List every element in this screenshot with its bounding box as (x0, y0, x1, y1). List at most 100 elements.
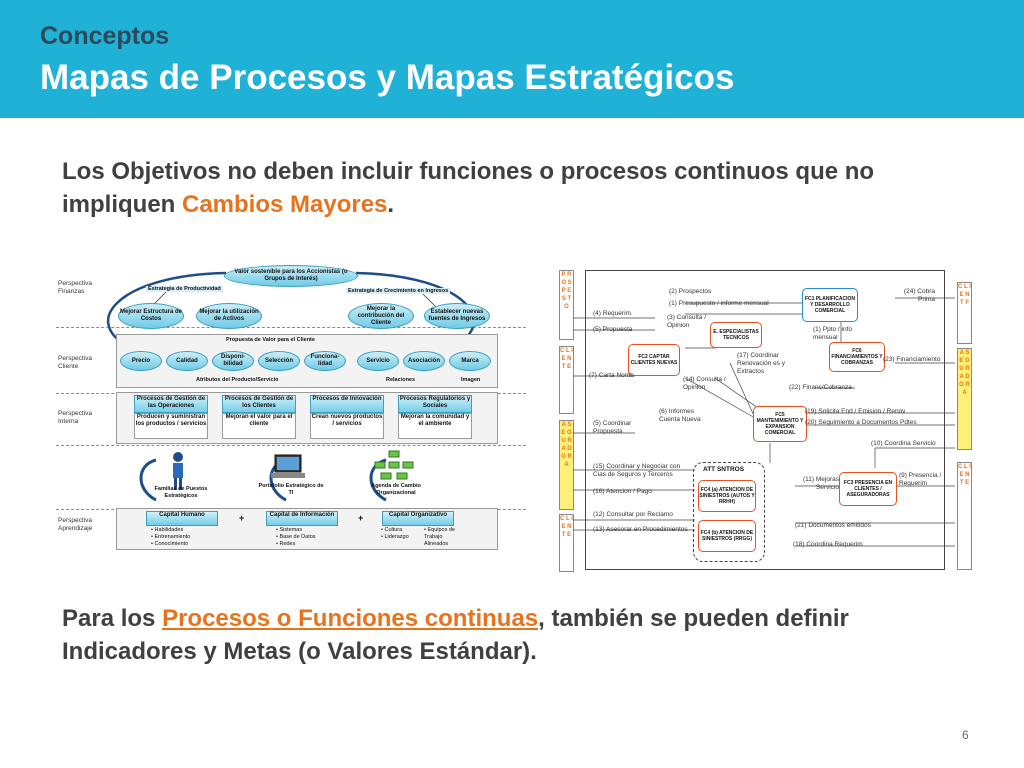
flow-label: (3) Consulta / Opinion (667, 314, 707, 329)
process-title: Procesos Regulatorios y Sociales (398, 395, 472, 413)
strategy-growth: Estrategia de Crecimiento en Ingresos (346, 288, 451, 294)
perspective-interna: Perspectiva Interna (58, 410, 92, 425)
finance-oval: Establecer nuevas fuentes de Ingresos (424, 303, 490, 329)
finance-oval: Mejorar la contribución del Cliente (348, 303, 414, 329)
flow-label: (1) Presupuesto / informe mensual (669, 300, 769, 307)
capital-title: Capital de Información (266, 511, 338, 526)
page-number: 6 (962, 728, 969, 742)
flow-label: (22) Financ/Cobranza (789, 384, 852, 391)
flow-label: (2) Prospectos (669, 288, 712, 295)
flow-label: (24) Cobra Prima (903, 288, 935, 303)
plus-sign: + (239, 513, 245, 523)
slide-title: Mapas de Procesos y Mapas Estratégicos (40, 58, 735, 97)
attribute-oval: Selección (258, 351, 300, 371)
capital-items: • Habilidades• Entrenamiento• Conocimien… (151, 527, 191, 547)
side-cliente: C L I E N T E (559, 514, 574, 572)
flow-label: (17) Coordinar Renovación es y Extractos (737, 352, 786, 375)
learning-label: Portafolio Estratégico de TI (258, 483, 324, 496)
finance-oval: Mejorar Estructura de Costos (118, 303, 184, 329)
highlight-procesos-continuas: Procesos o Funciones continuas (162, 605, 539, 632)
process-map-diagram: P R O S P E S T O C L I E N T E A S E G … (555, 268, 975, 573)
header-bar: Conceptos Mapas de Procesos y Mapas Estr… (0, 0, 1024, 118)
side-cliente: C L I E N T E (559, 346, 574, 414)
side-aseguradora: A S E G U R A D O R A (559, 420, 574, 510)
process-map-frame (585, 270, 945, 570)
flow-label: (7) Carta Nomb (589, 372, 634, 379)
process-title: Procesos de Gestión de las Operaciones (134, 395, 208, 413)
strategy-map-diagram: Perspectiva Finanzas Perspectiva Cliente… (56, 265, 526, 565)
divider (56, 445, 526, 446)
attr-label: Atributos del Producto/Servicio (196, 377, 279, 383)
attribute-oval: Asociación (403, 351, 445, 371)
capital-title: Capital Organizativo (382, 511, 454, 526)
top-goal-oval: Valor sostenible para los Accionistas (o… (224, 265, 358, 287)
capital-items: • Equipos de Trabajo Alineados (424, 527, 455, 547)
fc6-box: FC6 FINANCIAMIENTOS Y COBRANZAS (829, 342, 885, 372)
att-sntros-label: ATT SNTROS (703, 466, 745, 473)
fc4a-box: FC4 (a) ATENCION DE SINIESTROS (AUTOS Y … (698, 480, 756, 512)
side-prospecto: P R O S P E S T O (559, 270, 574, 340)
flow-label: (11) Mejoras Servicio (802, 476, 839, 491)
attribute-oval: Precio (120, 351, 162, 371)
process-desc: Producen y suministran los productos / s… (134, 413, 208, 439)
perspective-finanzas: Perspectiva Finanzas (58, 280, 92, 295)
org-chart-icon (374, 450, 414, 480)
capital-items: • Sistemas• Base de Datos• Redes (276, 527, 316, 547)
flow-label: (16) Atencion / Pago (593, 488, 652, 495)
flow-label: (20) Seguimiento a Documentos Pdtes (805, 419, 917, 426)
highlight-cambios-mayores: Cambios Mayores (182, 191, 388, 218)
flow-label: (19) Solicita End / Emision / Renov (805, 408, 906, 415)
flow-label: (5) Coordinar Propuesta (593, 420, 632, 435)
flow-label: (15) Coordinar y Negociar con Cias de Se… (593, 463, 681, 478)
especialistas-box: E. ESPECIALISTAS TECNICOS (710, 322, 762, 348)
side-aseguradora-right: A S E G U R A D O R A (957, 348, 972, 450)
plus-sign: + (358, 513, 364, 523)
finance-oval: Mejorar la utilización de Activos (196, 303, 262, 329)
capital-title: Capital Humano (146, 511, 218, 526)
attribute-oval: Servicio (357, 351, 399, 371)
flow-label: (6) Informes Cuenta Nueva (659, 408, 701, 423)
side-cliente-right: C L I E N T E (957, 462, 972, 570)
perspective-aprendizaje: Perspectiva Aprendizaje (58, 517, 93, 532)
attribute-oval: Calidad (166, 351, 208, 371)
flow-label: (14) Consulta / Opinion (683, 376, 726, 391)
value-prop-title: Propuesta de Valor para el Cliente (226, 337, 315, 343)
flow-label: (4) Requerim. (593, 310, 633, 317)
attr-label: Relaciones (386, 377, 416, 383)
fc3-box: FC3 PRESENCIA EN CLIENTES / ASEGURADORAS (839, 472, 897, 506)
att-sntros-group (693, 462, 765, 562)
attr-label: Imagen (461, 377, 481, 383)
paragraph-objectives: Los Objetivos no deben incluir funciones… (62, 158, 875, 218)
perspective-cliente: Perspectiva Cliente (58, 355, 92, 370)
fc4b-box: FC4 (b) ATENCION DE SINIESTROS (RRGG) (698, 520, 756, 552)
flow-label: (12) Consultar por Reclamo (593, 511, 673, 518)
attribute-oval: Marca (449, 351, 491, 371)
attribute-oval: Funciona- lidad (304, 351, 346, 371)
person-icon (173, 452, 183, 490)
flow-label: (5) Propuesta (593, 326, 633, 333)
section-subtitle: Conceptos (40, 22, 170, 50)
side-cliente-right: C L I E N T F (957, 282, 972, 344)
process-connectors (573, 297, 955, 547)
laptop-icon (271, 454, 305, 478)
fc1-box: FC1 PLANIFICACION Y DESARROLLO COMERCIAL (802, 288, 858, 322)
fc2-box: FC2 CAPTAR CLIENTES NUEVAS (628, 344, 680, 376)
divider (56, 327, 526, 328)
attribute-oval: Disponi- bilidad (212, 351, 254, 371)
fc5-box: FC5 MANTENIMIENTO Y EXPANSION COMERCIAL (753, 406, 807, 442)
flow-label: (21) Documentos emitidos (795, 522, 871, 529)
flow-label: (1) Ppto / info mensual (813, 326, 853, 341)
learning-label: Agenda de Cambio Organizacional (371, 483, 421, 496)
strategy-productivity: Estrategia de Productividad (146, 286, 223, 292)
process-desc: Mejoran el valor para el cliente (222, 413, 296, 439)
process-desc: Mejoran la comunidad y el ambiente (398, 413, 472, 439)
flow-label: (18) Coordina Requerim (793, 541, 863, 548)
flow-label: (9) Presencia / Requerim (899, 472, 942, 487)
flow-label: (13) Asesorar en Procedimientos (593, 526, 688, 533)
process-title: Procesos de Innovación (310, 395, 384, 413)
learning-label: Familias de Puestos Estratégicos (154, 486, 208, 499)
capital-items: • Cultura• Liderazgo (381, 527, 409, 540)
flow-label: (10) Coordina Servicio (871, 440, 936, 447)
flow-label: (23) Financiamiento (883, 356, 941, 363)
process-title: Procesos de Gestión de los Clientes (222, 395, 296, 413)
